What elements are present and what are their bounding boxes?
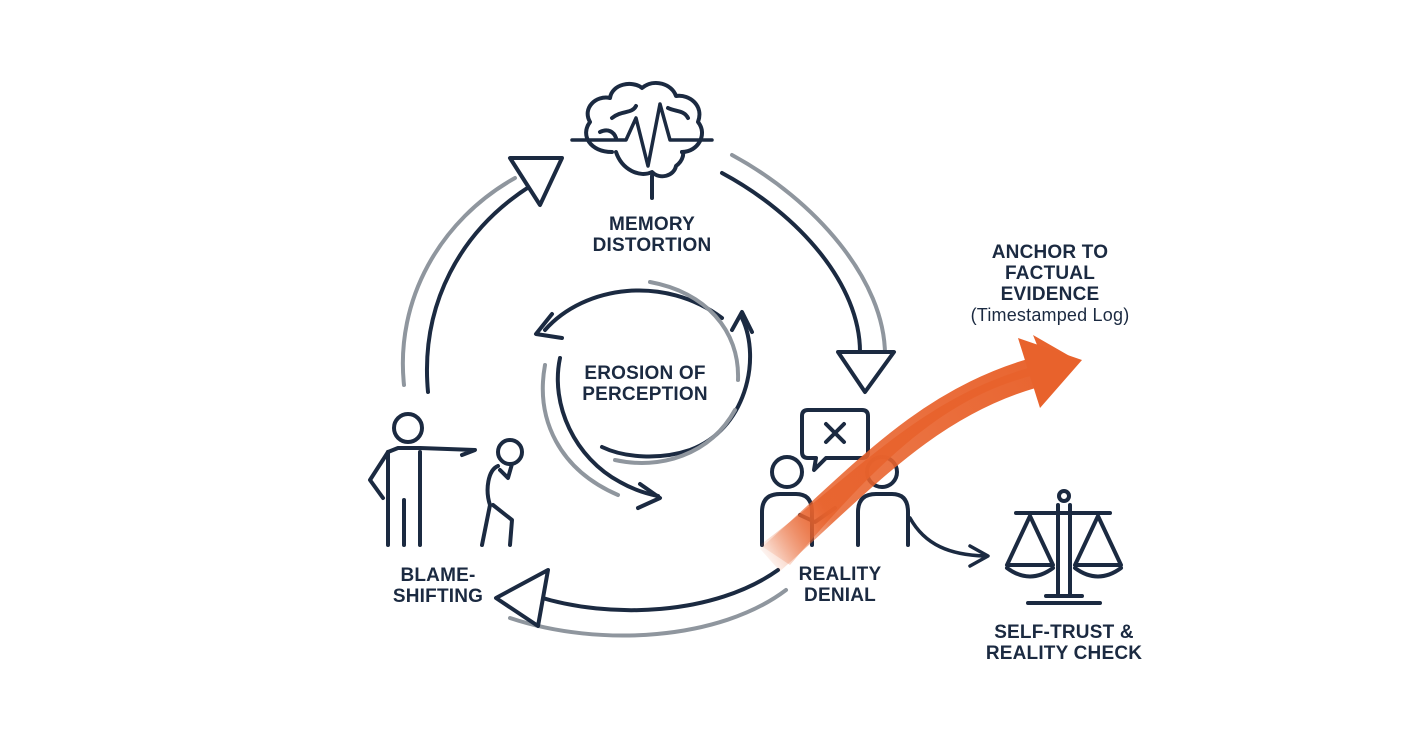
memory-distortion-label: MEMORY DISTORTION bbox=[592, 214, 712, 256]
cycle-arrow-blame-to-memory bbox=[400, 156, 564, 394]
blame-shifting-label: BLAME- SHIFTING bbox=[392, 565, 484, 607]
balance-scale-icon bbox=[1005, 489, 1123, 605]
brain-pulse-icon bbox=[570, 80, 714, 200]
reality-denial-label: REALITY DENIAL bbox=[798, 564, 882, 606]
self-trust-label: SELF-TRUST & REALITY CHECK bbox=[985, 622, 1143, 664]
connector-arrow-to-self-trust bbox=[908, 516, 990, 568]
pointing-blame-figures-icon bbox=[368, 412, 524, 547]
cycle-arrow-memory-to-denial bbox=[720, 153, 896, 394]
cycle-arrow-denial-to-blame bbox=[494, 568, 788, 638]
orange-arrow-icon bbox=[760, 335, 1082, 572]
anchor-to-evidence-label: ANCHOR TO FACTUAL EVIDENCE (Timestamped … bbox=[940, 242, 1160, 326]
erosion-of-perception-label: EROSION OF PERCEPTION bbox=[582, 363, 708, 405]
two-people-speech-x-icon bbox=[760, 408, 910, 547]
anchor-subtitle: (Timestamped Log) bbox=[970, 305, 1130, 325]
circular-arrows-icon bbox=[534, 280, 754, 510]
